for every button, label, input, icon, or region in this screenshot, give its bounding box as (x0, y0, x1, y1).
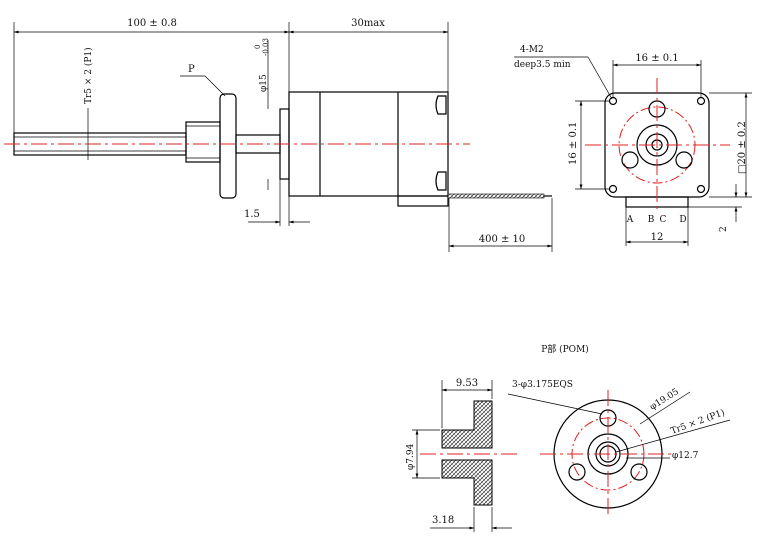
boss-tolerance-lower: -0.03 (262, 38, 270, 56)
hole-spacing-v-label: 16 ± 0.1 (568, 122, 579, 165)
body-length-label: 30max (351, 18, 385, 29)
nut-mount-holes-label: 3-φ3.175EQS (512, 380, 573, 390)
hole-depth-label: deep3.5 min (514, 60, 571, 70)
terminal-height-label: 2 (719, 226, 729, 232)
terminal-a: A (626, 215, 634, 225)
hole-spec-label: 4-M2 (520, 45, 544, 55)
hole-spacing-h-label: 16 ± 0.1 (635, 53, 678, 64)
side-view: 100 ± 0.8 30max Tr5 × 2 (P1) P (4, 18, 553, 252)
nut-length-label: 9.53 (456, 378, 478, 389)
overall-length-label: 100 ± 0.8 (127, 18, 177, 29)
thread-spec-label: Tr5 × 2 (P1) (83, 47, 94, 104)
body-size-label: □20 ± 0.2 (737, 121, 748, 174)
boss-tolerance-upper: 0 (254, 45, 262, 49)
nut-hub-label: φ12.7 (672, 451, 699, 461)
boss-diameter-label: φ15 (259, 74, 269, 92)
nut-bore-label: φ7.94 (406, 443, 416, 470)
nut-detail-title: P部 (POM) (541, 343, 589, 355)
lead-wire (447, 193, 545, 199)
lead-length-label: 400 ± 10 (479, 234, 526, 245)
nut-flange (219, 93, 237, 199)
terminal-d: D (679, 215, 686, 225)
nut-thread-label: Tr5 × 2 (P1) (669, 407, 726, 437)
nut-p-label: P (188, 64, 195, 75)
nut-detail: P部 (POM) 9.53 φ7.94 3.18 3-φ3.175 (406, 343, 731, 532)
terminal-b: B (648, 215, 655, 225)
terminal-width-label: 12 (651, 232, 664, 243)
nut-pcd-label: φ19.05 (648, 387, 681, 413)
end-view: 4-M2 deep3.5 min 16 ± 0.1 16 ± 0.1 □20 ±… (514, 45, 752, 246)
nut-section-bottom (441, 459, 493, 506)
terminal-c: C (660, 215, 667, 225)
flange-offset-label: 1.5 (244, 209, 260, 220)
nut-section-top (441, 400, 493, 449)
nut-hub (185, 121, 221, 163)
nut-flange-thickness-label: 3.18 (432, 515, 454, 526)
